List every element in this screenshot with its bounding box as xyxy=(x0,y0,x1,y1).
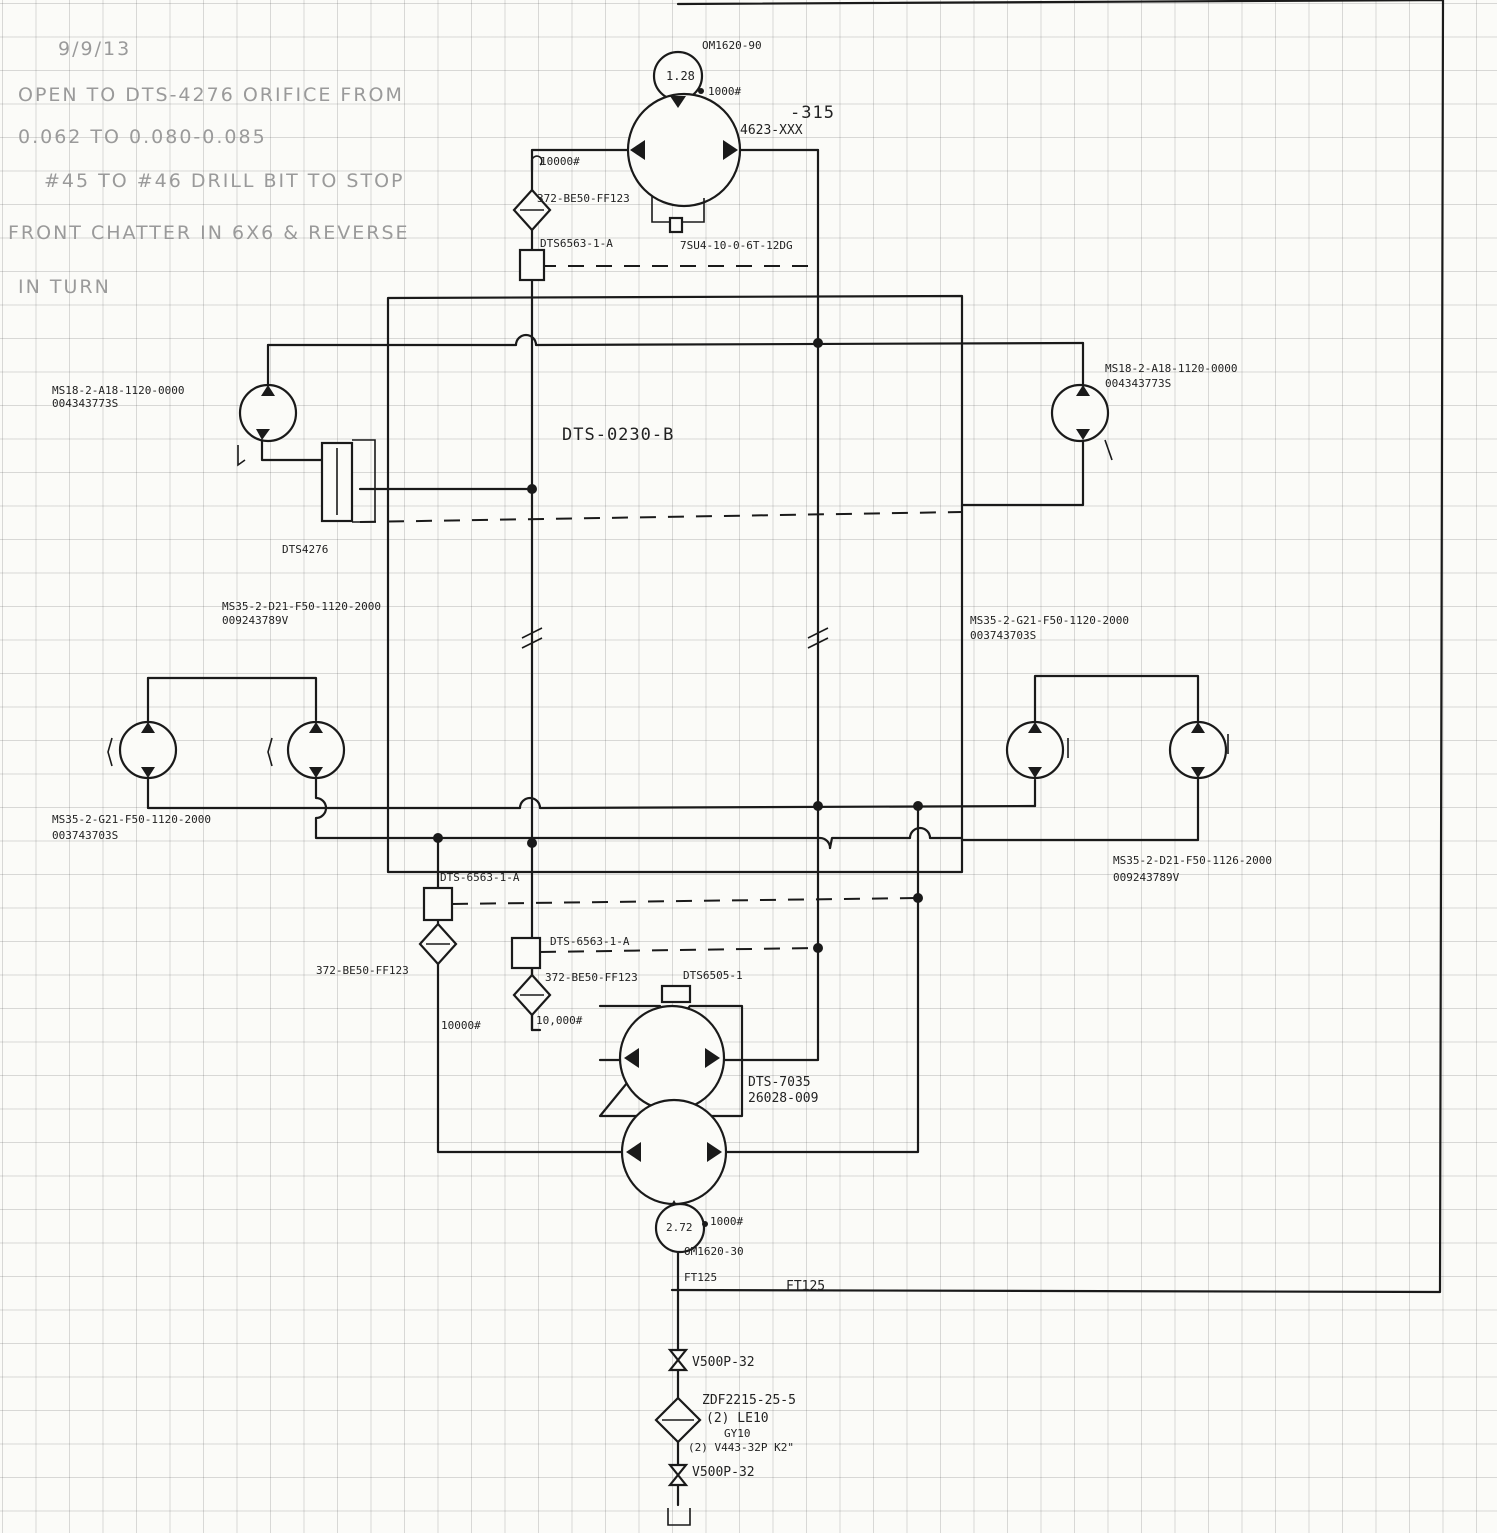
label-ball-valve-top: V500P-32 xyxy=(692,1355,755,1370)
outer-return-line xyxy=(670,0,1445,1294)
upper-right-motor-return xyxy=(960,438,1085,507)
label-fitting-b: FT125 xyxy=(786,1279,826,1294)
lower-mid-filter xyxy=(512,973,552,1017)
upper-right-motor xyxy=(1050,383,1110,443)
upper-left-motor-return xyxy=(260,436,332,462)
label-top-filter: 372-BE50-FF123 xyxy=(537,192,630,205)
label-motor-ml-part: MS35-2-D21-F50-1120-2000 xyxy=(222,600,381,613)
label-motor-lr-serial: 009243789V xyxy=(1113,871,1180,884)
orifice-extra-line xyxy=(352,439,376,523)
note-date: 9/9/13 xyxy=(58,38,132,60)
lower-mid-valve xyxy=(510,936,542,970)
upper-bus xyxy=(266,333,1085,347)
note-line-2: 0.062 TO 0.080-0.085 xyxy=(18,126,267,148)
right-line-break xyxy=(807,627,829,649)
label-bottom-gauge-part: OM1620-30 xyxy=(684,1245,744,1258)
label-motor-mr-part: MS35-2-G21-F50-1120-2000 xyxy=(970,614,1129,627)
label-motor-ul-serial: 004343773S xyxy=(52,397,119,410)
label-bottom-gauge-value: 2.72 xyxy=(666,1221,693,1234)
lower-pump-front xyxy=(618,1004,726,1112)
lower-left-motor-b xyxy=(286,720,346,780)
label-element-b: GY10 xyxy=(724,1427,751,1440)
junction-dots xyxy=(433,338,923,953)
top-valve xyxy=(518,248,546,282)
label-lower-pump-model: DTS-7035 xyxy=(748,1075,811,1090)
arrow-ur xyxy=(1104,439,1113,461)
label-valve-lower-mid: DTS-6563-1-A xyxy=(550,935,630,948)
main-filter xyxy=(654,1396,702,1444)
upper-left-motor xyxy=(238,383,298,443)
label-motor-lr-part: MS35-2-D21-F50-1126-2000 xyxy=(1113,854,1272,867)
tank-symbol xyxy=(667,1508,691,1526)
label-motor-ll-part: MS35-2-G21-F50-1120-2000 xyxy=(52,813,211,826)
ball-valve-top xyxy=(667,1348,689,1372)
top-gauge-value-text: 1.28 xyxy=(666,69,695,83)
label-hose: (2) V443-32P K2" xyxy=(688,1441,794,1454)
pilot-line-left-valve xyxy=(451,897,919,905)
note-line-3: #45 TO #46 DRILL BIT TO STOP xyxy=(44,170,405,192)
note-line-5: IN TURN xyxy=(18,276,111,298)
lower-right-motor-a xyxy=(1005,720,1065,780)
note-line-4: FRONT CHATTER IN 6X6 & REVERSE xyxy=(8,222,410,244)
label-center-block: DTS-0230-B xyxy=(562,425,675,445)
label-top-gauge-psi: 1000# xyxy=(708,85,742,98)
label-motor-ur-part: MS18-2-A18-1120-0000 xyxy=(1105,362,1238,375)
label-check-left-psi: 10000# xyxy=(441,1019,481,1032)
label-orifice: DTS4276 xyxy=(282,543,329,556)
pilot-line-orifice xyxy=(359,511,963,523)
label-fitting-a: FT125 xyxy=(684,1271,718,1284)
lower-pump-rear xyxy=(620,1098,728,1212)
label-filter-main: ZDF2215-25-5 xyxy=(702,1393,796,1408)
pilot-line-mid-valve xyxy=(539,947,819,953)
bottom-gauge xyxy=(654,1202,708,1254)
label-top-switch: 7SU4-10-0-6T-12DG xyxy=(680,239,793,252)
label-ball-valve-bottom: V500P-32 xyxy=(692,1465,755,1480)
lower-left-motor-loop xyxy=(146,676,318,722)
shuttle-valve xyxy=(660,984,692,1004)
lower-left-valve xyxy=(422,886,454,922)
lower-left-filter xyxy=(418,922,458,966)
label-top-pump-model: -315 xyxy=(790,103,835,123)
top-pump-left-feed xyxy=(530,148,632,172)
label-valve-lower-left: DTS-6563-1-A xyxy=(440,871,520,884)
label-top-check-psi: 10000# xyxy=(540,155,580,168)
top-pump xyxy=(626,92,742,234)
label-check-mid-psi: 10,000# xyxy=(536,1014,583,1027)
label-top-valve: DTS6563-1-A xyxy=(540,237,613,250)
label-lower-pump-part: 26028-009 xyxy=(748,1091,819,1106)
label-motor-mr-serial: 003743703S xyxy=(970,629,1037,642)
label-top-gauge-part: OM1620-90 xyxy=(702,39,762,52)
label-bottom-gauge-psi: 1000# xyxy=(710,1215,744,1228)
left-line-break xyxy=(521,627,543,649)
label-element-a: (2) LE10 xyxy=(706,1411,769,1426)
note-line-1: OPEN TO DTS-4276 ORIFICE FROM xyxy=(18,84,404,106)
lower-left-motor-a xyxy=(118,720,178,780)
ball-valve-bottom xyxy=(667,1463,689,1487)
label-motor-ml-serial: 009243789V xyxy=(222,614,289,627)
label-filter-lower-mid: 372-BE50-FF123 xyxy=(545,971,638,984)
arrow-ul xyxy=(237,445,246,467)
top-filter xyxy=(512,188,552,232)
label-motor-ll-serial: 003743703S xyxy=(52,829,119,842)
label-motor-ur-serial: 004343773S xyxy=(1105,377,1172,390)
label-filter-lower-left: 372-BE50-FF123 xyxy=(316,964,409,977)
center-block-outline xyxy=(386,294,964,874)
label-top-pump-part: 4623-XXX xyxy=(740,123,803,138)
lower-right-motor-b xyxy=(1168,720,1228,780)
label-shuttle: DTS6505-1 xyxy=(683,969,743,982)
label-motor-ul-part: MS18-2-A18-1120-0000 xyxy=(52,384,185,397)
